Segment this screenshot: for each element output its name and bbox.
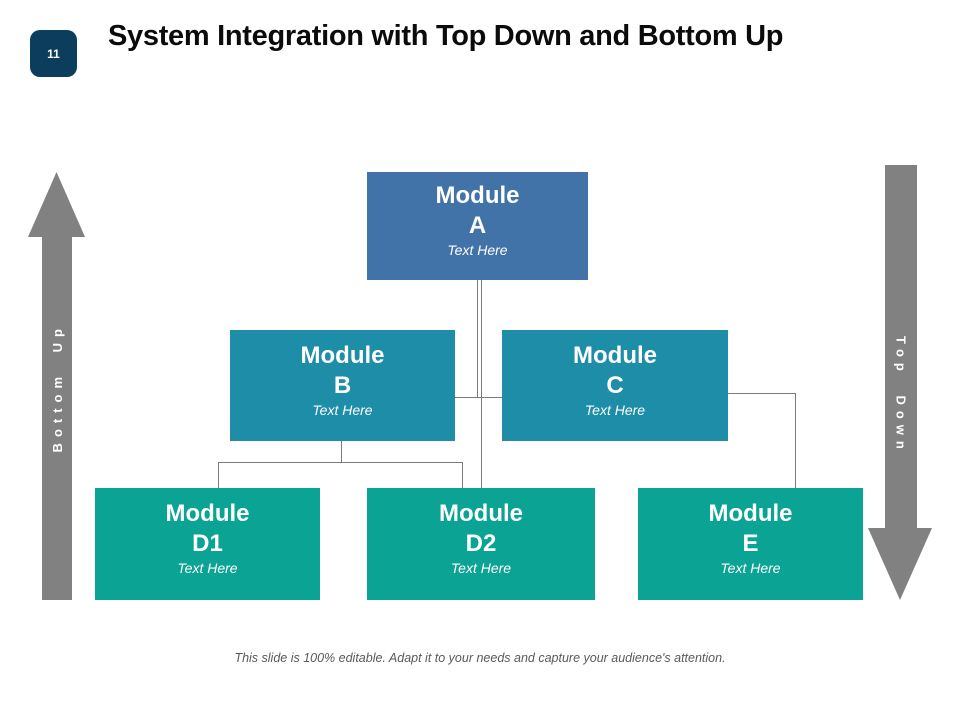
bottom-up-arrow-shaft [42, 236, 72, 600]
module-b-letter: B [333, 371, 352, 399]
module-b-box: Module B Text Here [230, 330, 455, 441]
module-e-subtitle: Text Here [720, 560, 781, 576]
connector-a-to-bc-line [477, 280, 478, 397]
module-d1-letter: D1 [192, 530, 223, 557]
module-d2-title: Module [439, 500, 523, 527]
top-down-arrowhead-icon [868, 528, 932, 600]
module-d1-box: Module D1 Text Here [95, 488, 320, 600]
top-down-arrow-shaft [885, 165, 917, 528]
module-e-title: Module [708, 500, 793, 527]
slide-number: 11 [47, 46, 60, 61]
page-title: System Integration with Top Down and Bot… [108, 20, 784, 52]
module-d1-title: Module [165, 500, 250, 527]
module-d2-subtitle: Text Here [450, 560, 512, 576]
module-a-box: Module A Text Here [367, 172, 588, 280]
connector-branch-to-d1 [218, 462, 219, 488]
connector-c-to-e-vertical [795, 393, 796, 488]
module-c-subtitle: Text Here [584, 401, 646, 418]
connector-a-to-d2 [481, 280, 482, 488]
module-b-title: Module [300, 341, 385, 369]
connector-b-branch-horizontal [218, 462, 463, 463]
connector-b-stem [341, 441, 342, 462]
module-e-letter: E [742, 530, 759, 557]
module-b-subtitle: Text Here [312, 401, 373, 418]
module-e-box: Module E Text Here [638, 488, 863, 600]
module-c-title: Module [573, 341, 657, 369]
bottom-up-arrow-label-box: Bottom Up [42, 280, 72, 495]
module-d2-letter: D2 [465, 530, 497, 557]
bottom-up-arrow-label: Bottom Up [49, 322, 65, 453]
module-a-letter: A [468, 212, 487, 239]
module-a-subtitle: Text Here [447, 242, 508, 258]
module-a-title: Module [435, 182, 520, 209]
connector-c-to-e-horizontal [728, 393, 795, 394]
module-c-box: Module C Text Here [502, 330, 728, 441]
module-d1-subtitle: Text Here [177, 560, 238, 576]
bottom-up-arrowhead-icon [28, 172, 85, 237]
top-down-arrow-label-box: Top Down [885, 290, 917, 500]
connector-branch-to-d2 [462, 462, 463, 488]
top-down-arrow-label: Top Down [893, 335, 909, 455]
footer-note: This slide is 100% editable. Adapt it to… [234, 651, 726, 665]
module-d2-box: Module D2 Text Here [367, 488, 595, 600]
slide-number-badge: 11 [30, 30, 77, 77]
connector-b-to-c [455, 397, 502, 398]
module-c-letter: C [606, 371, 624, 399]
